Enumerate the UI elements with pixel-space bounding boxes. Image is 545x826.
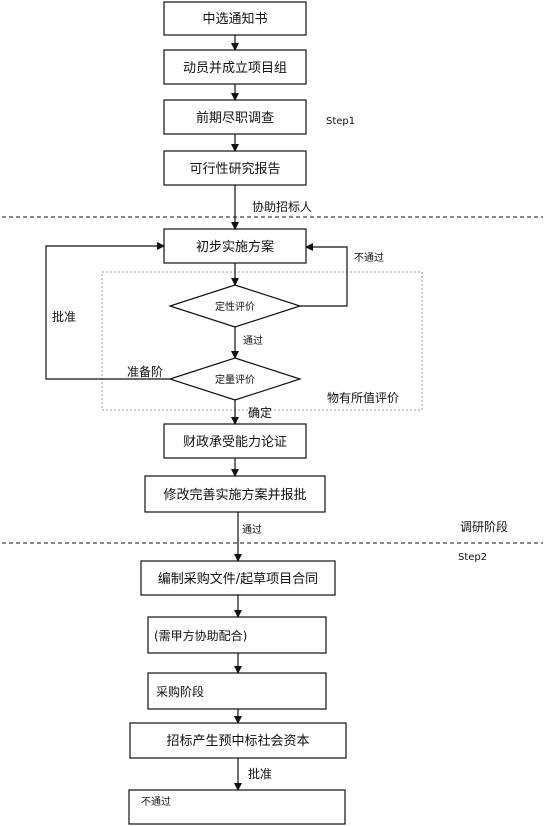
box-fiscal [163, 423, 307, 459]
box-bidding [129, 722, 347, 759]
box-bidding-label: 招标产生预中标社会资本 [166, 733, 309, 749]
box-revise [144, 475, 326, 513]
label-pass1: 通过 [243, 334, 263, 347]
box-procurement-stage [147, 672, 327, 710]
box-notice-label: 中选通知书 [202, 11, 267, 27]
box-feasibility [163, 150, 307, 186]
label-value-eval: 物有所值评价 [327, 390, 399, 405]
label-approve-side: 批准 [52, 309, 76, 324]
box-party-a-label: (需甲方协助配合) [154, 628, 247, 643]
box-revise-label: 修改完善实施方案并报批 [163, 487, 306, 503]
label-step2: Step2 [458, 552, 487, 563]
label-approve-bottom: 批准 [248, 766, 272, 781]
box-procurement-stage-label: 采购阶段 [156, 684, 204, 699]
value-eval-region [101, 271, 423, 411]
box-party-a [147, 616, 327, 654]
label-step1: Step1 [326, 116, 355, 127]
box-due-diligence [163, 99, 307, 135]
diamond-qualitative-label: 定性评价 [215, 300, 255, 313]
label-prep: 准备阶 [127, 365, 163, 379]
loop-fail [300, 243, 348, 307]
box-fiscal-label: 财政承受能力论证 [183, 435, 287, 450]
label-research: 调研阶段 [460, 519, 508, 534]
loop-approve [45, 242, 170, 380]
label-assist: 协助招标人 [252, 199, 312, 214]
diamond-quantitative-label: 定量评价 [215, 373, 255, 386]
box-feasibility-label: 可行性研究报告 [189, 162, 280, 177]
box-procurement-docs-label: 编制采购文件/起草项目合同 [158, 571, 318, 587]
box-not-passed-label: 不通过 [141, 795, 171, 808]
box-initial-plan-label: 初步实施方案 [196, 239, 274, 255]
label-confirm: 确定 [248, 405, 272, 420]
label-pass2: 通过 [242, 523, 262, 536]
box-notice [163, 1, 307, 36]
label-fail: 不通过 [354, 251, 384, 264]
box-due-diligence-label: 前期尽职调查 [196, 110, 274, 126]
box-team-label: 动员并成立项目组 [183, 61, 287, 76]
box-not-passed [128, 789, 346, 825]
box-procurement-docs [140, 560, 336, 596]
